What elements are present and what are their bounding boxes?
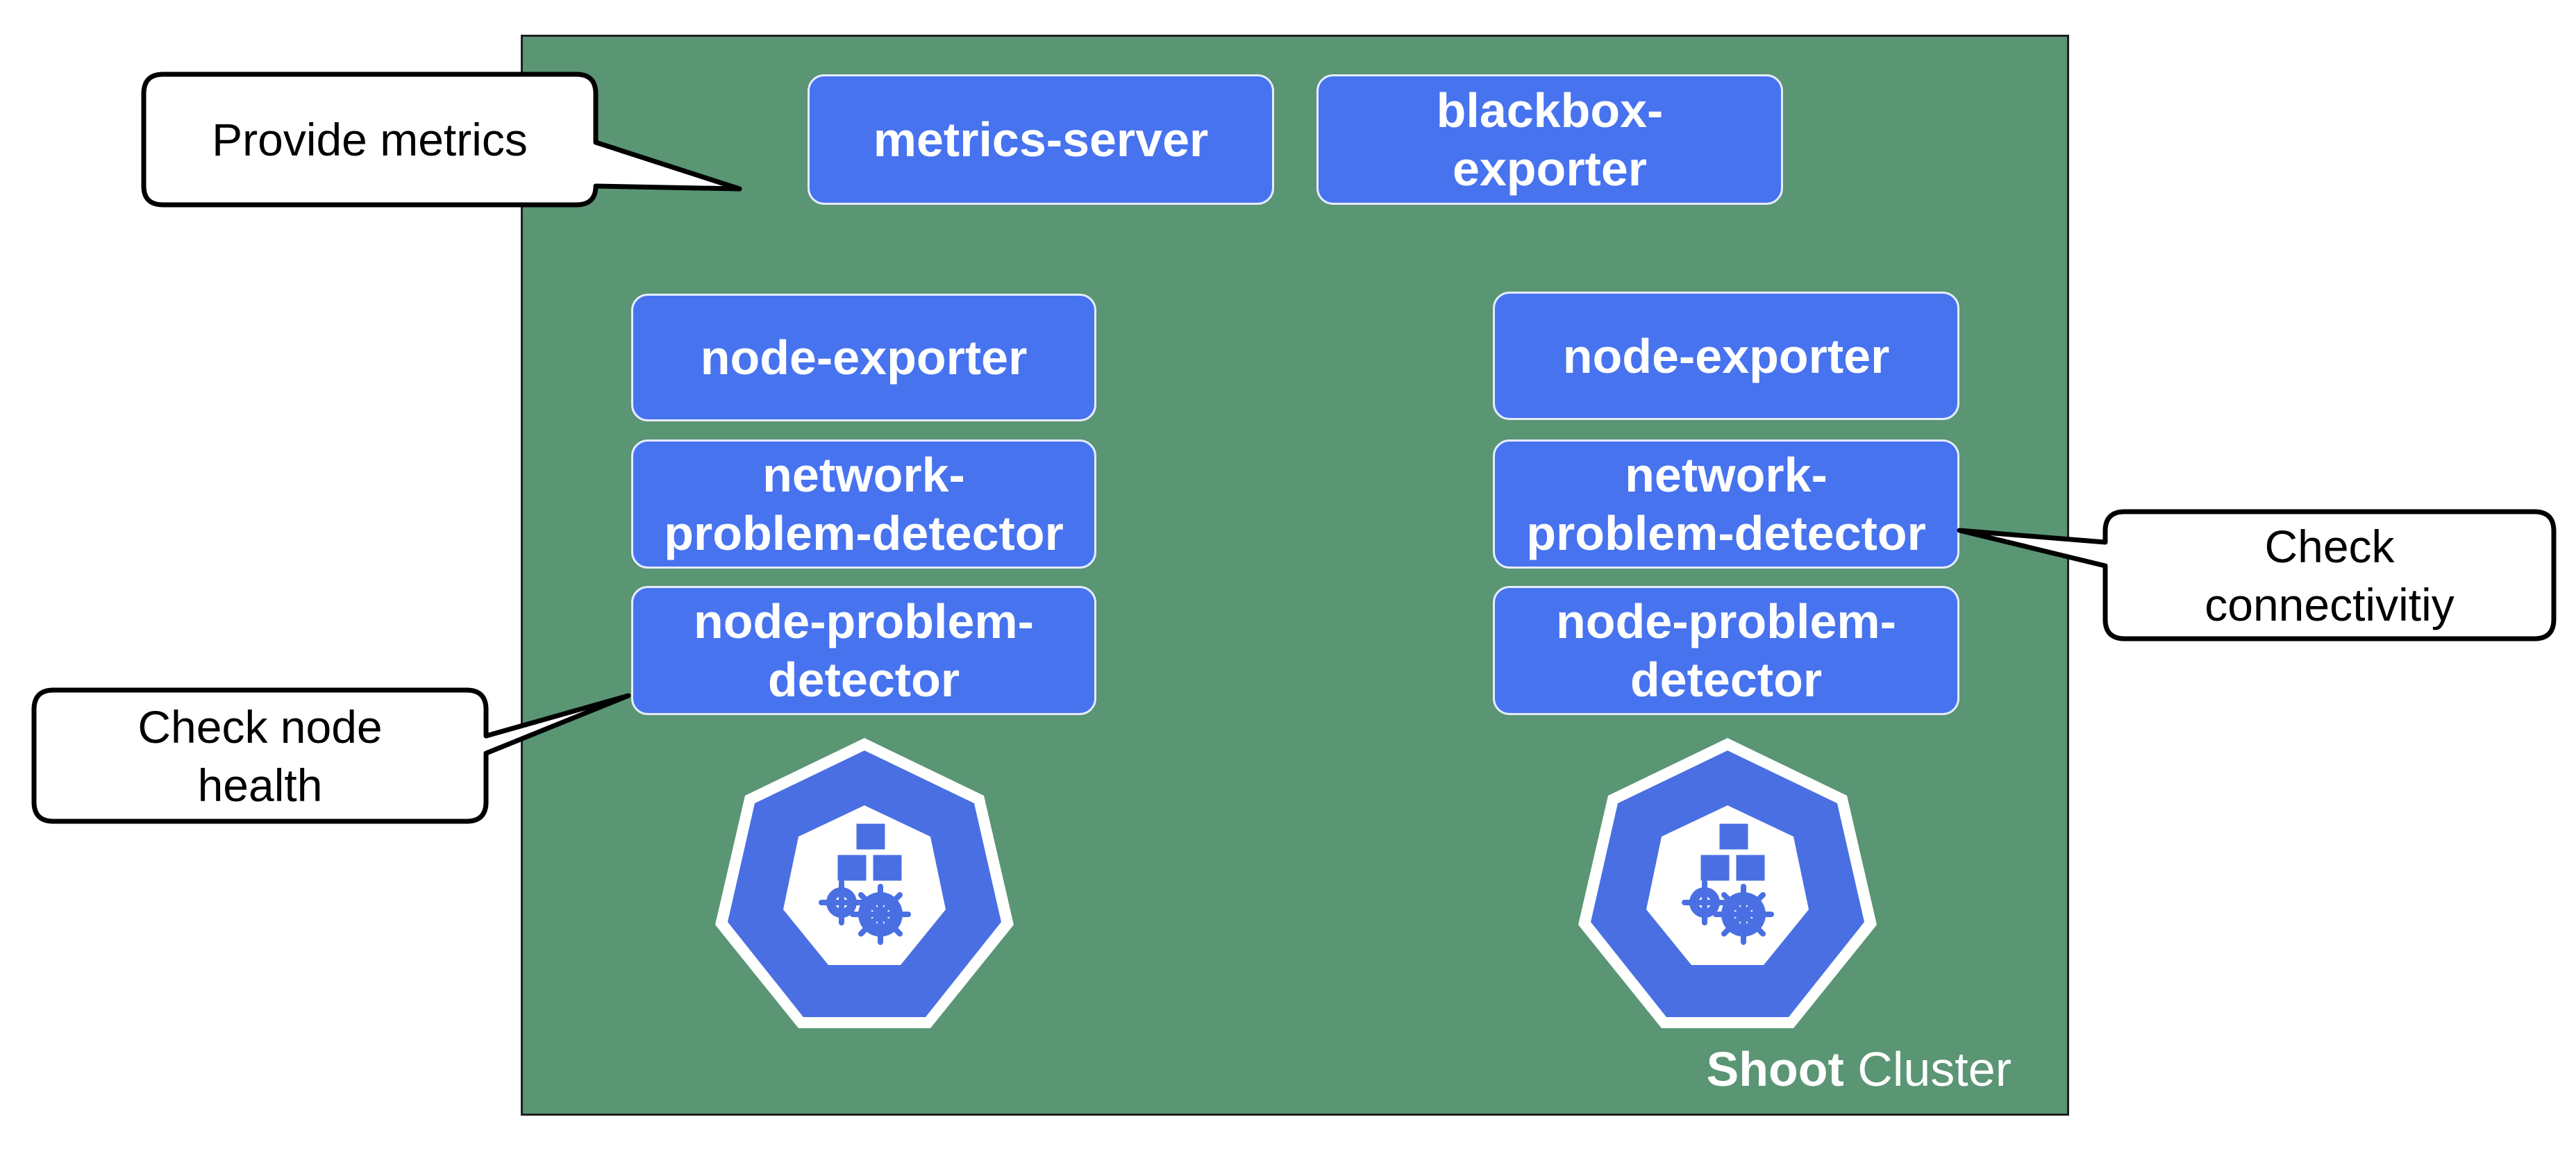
left-kubernetes-node-icon bbox=[715, 738, 1014, 1028]
right-network-problem-detector-pod: network- problem-detector bbox=[1493, 439, 1959, 569]
left-node-exporter-pod: node-exporter bbox=[631, 294, 1096, 421]
right-node-exporter-pod: node-exporter bbox=[1493, 292, 1959, 420]
left-network-problem-detector-pod: network- problem-detector bbox=[631, 439, 1096, 569]
cluster-label: Shoot Cluster bbox=[1707, 1041, 2012, 1097]
check-node-health-callout: Check node health bbox=[137, 701, 383, 811]
blackbox-exporter-pod: blackbox- exporter bbox=[1316, 74, 1783, 205]
left-node-problem-detector-pod: node-problem- detector bbox=[631, 586, 1096, 715]
right-node-problem-detector-pod: node-problem- detector bbox=[1493, 586, 1959, 715]
metrics-server-pod: metrics-server bbox=[808, 74, 1274, 205]
check-connectivity-callout: Check connectivitiy bbox=[2205, 520, 2454, 630]
right-kubernetes-node-icon bbox=[1578, 738, 1877, 1028]
provide-metrics-callout: Provide metrics bbox=[212, 114, 528, 165]
cluster-label-bold: Shoot bbox=[1706, 1042, 1844, 1096]
cluster-label-rest: Cluster bbox=[1843, 1042, 2012, 1096]
